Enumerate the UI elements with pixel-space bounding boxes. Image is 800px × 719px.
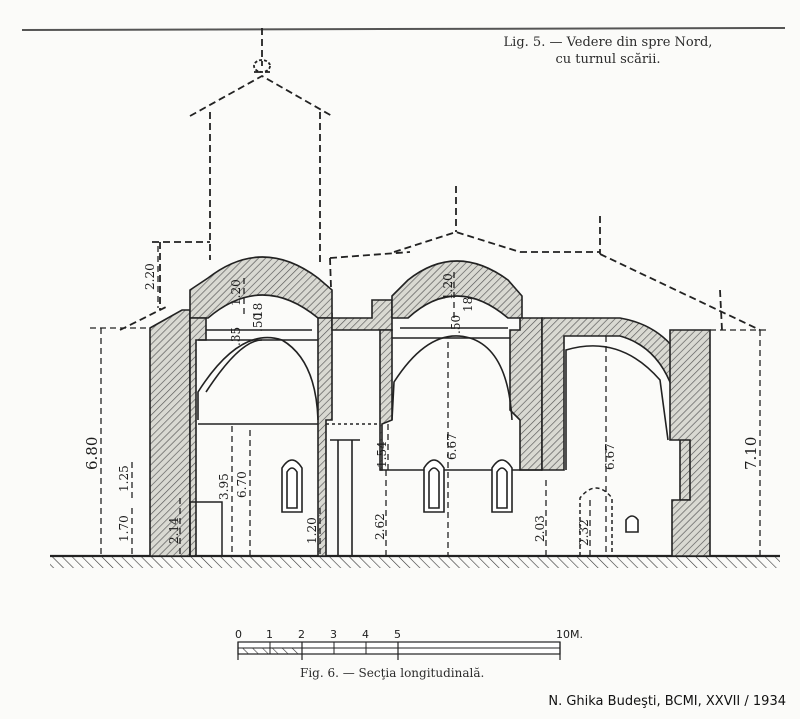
dim-label: 6.80	[83, 437, 101, 470]
interior-arches	[197, 327, 669, 556]
dim-label: 2.03	[533, 515, 547, 542]
dim-label: 2.20	[143, 263, 157, 290]
scale-tick-4: 4	[362, 628, 369, 641]
ground-line	[50, 554, 780, 568]
dimension-lines	[90, 246, 770, 556]
scale-tick-5: 5	[394, 628, 401, 641]
fig5-caption-line1: Lig. 5. — Vedere din spre Nord,	[503, 35, 713, 50]
masonry-walls	[149, 256, 711, 557]
scale-unit-label: 10M.	[556, 628, 583, 641]
dim-label: 2.62	[373, 513, 387, 540]
dim-label: .50	[449, 315, 463, 334]
dim-label: 18	[251, 303, 265, 318]
dim-label: 2.14	[167, 517, 181, 544]
dim-label: .35	[229, 327, 243, 346]
dim-label: 1.20	[305, 517, 319, 544]
source-credit: N. Ghika Budeşti, BCMI, XXVII / 1934	[548, 694, 786, 709]
dim-label: 18	[461, 297, 475, 312]
scale-tick-3: 3	[330, 628, 337, 641]
scale-tick-1: 1	[266, 628, 273, 641]
dimension-labels: 2.20 6.80 1.25 1.70 2.14 3.95 6.70 1.20 …	[83, 263, 760, 546]
dim-label: 2.32	[577, 519, 591, 546]
dim-label: 6.67	[603, 443, 617, 470]
dim-label: 7.10	[742, 437, 760, 470]
dim-label: 6.70	[235, 471, 249, 498]
dim-label: 1.70	[117, 515, 131, 542]
dim-label: 1.20	[229, 279, 243, 306]
dim-label: 1.54	[375, 441, 389, 468]
dim-label: 3.95	[217, 473, 231, 500]
dim-label: 6.67	[445, 433, 459, 460]
dim-label: 1.25	[117, 465, 131, 492]
dim-label: 1.20	[441, 273, 455, 300]
fig5-caption: Lig. 5. — Vedere din spre Nord, cu turnu…	[486, 34, 730, 68]
scale-bar: 0 1 2 3 4 5 10M.	[235, 628, 583, 660]
scale-tick-2: 2	[298, 628, 305, 641]
fig5-caption-line2: cu turnul scării.	[555, 52, 661, 67]
dim-label: .50	[251, 313, 265, 332]
tower-outline-dashed	[119, 28, 761, 331]
doors	[189, 487, 613, 557]
scale-tick-0: 0	[235, 628, 242, 641]
windows	[281, 459, 639, 533]
fig6-caption: Fig. 6. — Secţia longitudinală.	[300, 666, 485, 680]
